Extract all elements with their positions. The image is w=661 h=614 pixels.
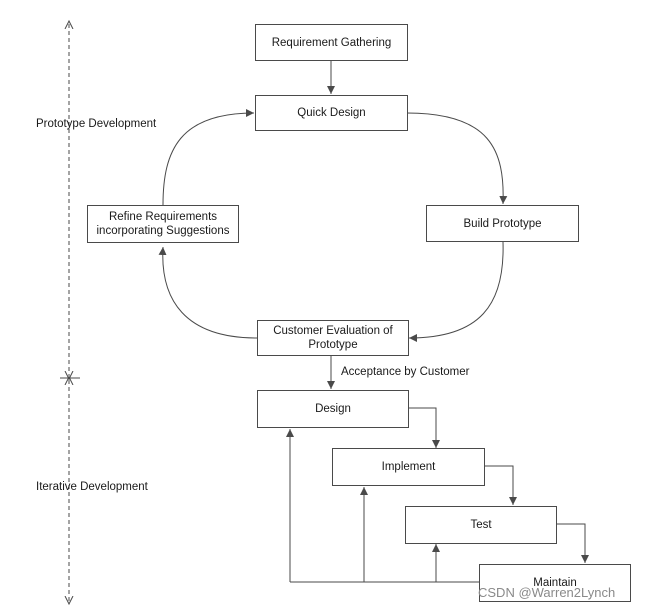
arrow-build-to-evaluation — [408, 241, 504, 342]
arrow-design-to-implement — [408, 407, 440, 448]
box-design: Design — [257, 390, 409, 428]
arrow-evaluation-to-refine — [158, 246, 258, 339]
box-build-prototype: Build Prototype — [426, 205, 579, 242]
box-maintain: Maintain — [479, 564, 631, 602]
box-quick-design: Quick Design — [255, 95, 408, 131]
phase-label-iterative: Iterative Development — [36, 481, 148, 493]
acceptance-label: Acceptance by Customer — [341, 366, 470, 378]
arrow-test-to-maintain — [557, 523, 589, 563]
arrow-design-to-build — [406, 112, 508, 205]
box-requirement-gathering: Requirement Gathering — [255, 24, 408, 61]
box-test: Test — [405, 506, 557, 544]
box-customer-evaluation: Customer Evaluation of Prototype — [257, 320, 409, 356]
box-implement: Implement — [332, 448, 485, 486]
arrow-refine-to-design — [162, 109, 255, 206]
watermark-text: CSDN @Warren2Lynch — [478, 585, 616, 600]
phase-label-prototype: Prototype Development — [36, 118, 157, 130]
arrow-implement-to-test — [485, 465, 517, 505]
box-refine-requirements: Refine Requirements incorporating Sugges… — [87, 205, 239, 243]
